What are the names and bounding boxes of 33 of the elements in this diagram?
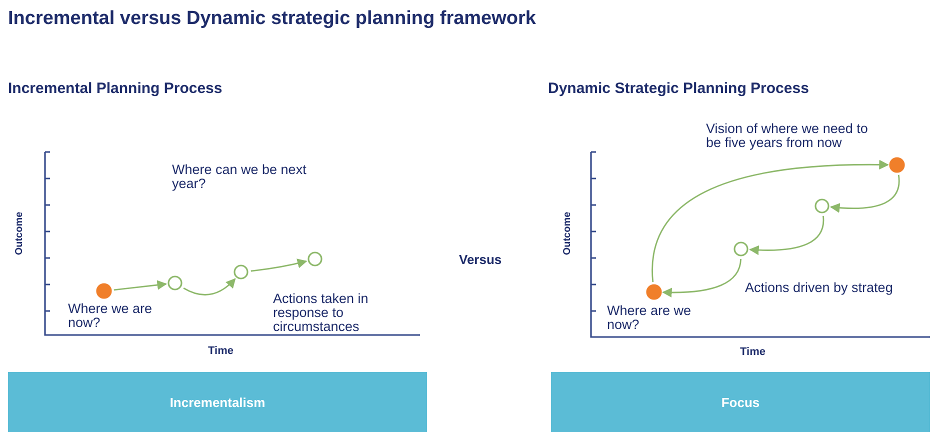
- step-circle: [234, 264, 248, 280]
- position-dot: [889, 157, 905, 173]
- band-title: Incrementalism: [170, 394, 266, 410]
- point-caption: Where are we now?: [607, 304, 692, 332]
- axis-title: Outcome: [562, 212, 574, 256]
- page-title: Incremental versus Dynamic strategic planning framework: [8, 8, 536, 30]
- annotation: Actions taken in response to circumstances: [273, 292, 370, 334]
- arrow: [250, 258, 308, 272]
- section-heading: Incremental Planning Process: [8, 80, 222, 97]
- versus-label: Versus: [459, 252, 502, 267]
- axis-title: Time: [740, 346, 766, 358]
- position-dot: [646, 284, 662, 300]
- axis-title: Outcome: [14, 212, 26, 256]
- arrow: [662, 258, 742, 298]
- point-caption: Vision of where we need to be five years from now: [706, 122, 869, 150]
- step-circle: [308, 252, 322, 266]
- step-circle: [734, 242, 748, 256]
- summary-band: [8, 372, 427, 432]
- arrow: [183, 278, 236, 296]
- arrow: [114, 280, 168, 291]
- arrow: [749, 216, 824, 255]
- arrow: [830, 174, 900, 213]
- annotation: Where can we be next year?: [172, 163, 308, 191]
- annotation: Actions driven by strateg: [745, 281, 893, 295]
- step-circle: [814, 198, 830, 214]
- axis-title: Time: [208, 345, 234, 357]
- band-title: Focus: [721, 394, 760, 410]
- arrow: [652, 160, 889, 282]
- point-caption: Where we are now?: [68, 302, 153, 330]
- section-heading: Dynamic Strategic Planning Process: [548, 80, 809, 97]
- step-circle: [168, 276, 182, 290]
- position-dot: [96, 283, 112, 299]
- summary-band: [551, 372, 930, 432]
